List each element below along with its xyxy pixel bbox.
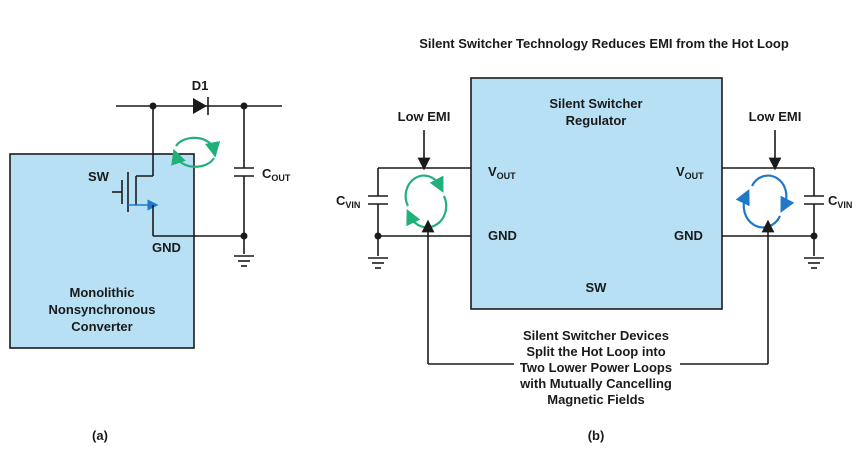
vout-left-label: VOUT xyxy=(488,164,516,181)
block-label-line: Nonsynchronous xyxy=(49,302,156,317)
note-line: Magnetic Fields xyxy=(547,392,645,407)
cvin-left-label: CVIN xyxy=(336,193,360,210)
note-line: Two Lower Power Loops xyxy=(520,360,672,375)
converter-block xyxy=(9,153,195,349)
diode-d1 xyxy=(193,97,209,115)
mosfet-switch xyxy=(112,172,159,212)
diode-label: D1 xyxy=(192,78,209,93)
cvin-right-label: CVIN xyxy=(828,193,852,210)
note-line: Split the Hot Loop into xyxy=(526,344,665,359)
ground-symbol xyxy=(234,255,254,267)
caption-a: (a) xyxy=(92,428,108,443)
ground-symbol xyxy=(368,257,388,269)
note-line: with Mutually Cancelling xyxy=(519,376,672,391)
ground-symbol xyxy=(804,257,824,269)
gnd-label: GND xyxy=(152,240,181,255)
loop-left-arrow-icon xyxy=(404,174,448,229)
vout-right-label: VOUT xyxy=(676,164,704,181)
loop-right-arrow-icon xyxy=(735,174,795,229)
note-line: Silent Switcher Devices xyxy=(523,328,669,343)
junction-dot xyxy=(374,232,382,240)
block-label-line: Monolithic xyxy=(70,285,135,300)
caption-b: (b) xyxy=(588,428,605,443)
hot-loop-arrow-icon xyxy=(171,136,221,168)
junction-dot xyxy=(810,232,818,240)
panel-a: D1 SW GND COUT xyxy=(9,78,291,443)
gnd-right-label: GND xyxy=(674,228,703,243)
regulator-block xyxy=(470,77,723,310)
regulator-label-line: Regulator xyxy=(566,113,627,128)
cout-label: COUT xyxy=(262,166,291,183)
low-emi-right-label: Low EMI xyxy=(749,109,802,124)
panel-b: Silent Switcher Regulator VOUT VOUT GND … xyxy=(336,77,852,443)
block-label-line: Converter xyxy=(71,319,132,334)
regulator-label-line: Silent Switcher xyxy=(549,96,642,111)
sw-pin-label: SW xyxy=(586,280,608,295)
low-emi-left-label: Low EMI xyxy=(398,109,451,124)
sw-label: SW xyxy=(88,169,110,184)
diagram-title: Silent Switcher Technology Reduces EMI f… xyxy=(419,36,789,51)
gnd-left-label: GND xyxy=(488,228,517,243)
